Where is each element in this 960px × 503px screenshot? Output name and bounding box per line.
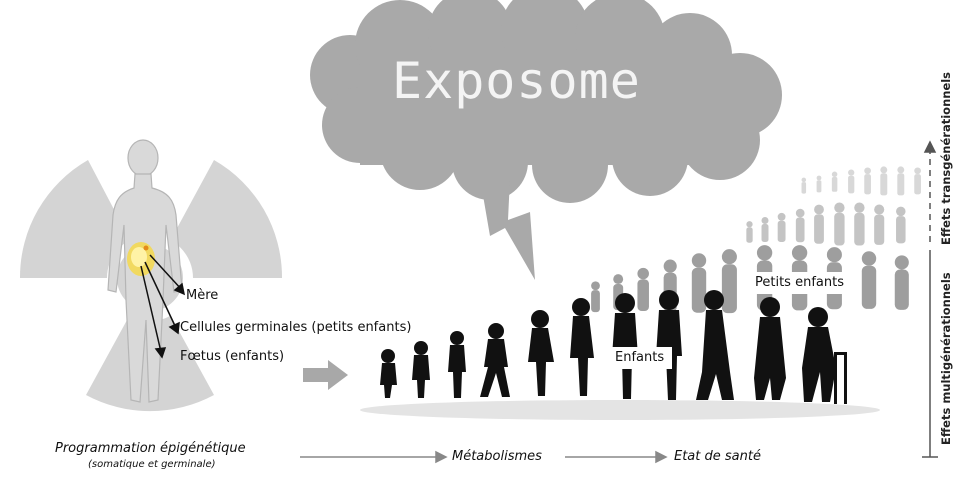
label-cellules-germinales: Cellules germinales (petits enfants) [180, 320, 412, 335]
body-arrows [140, 254, 186, 359]
label-etat-sante: Etat de santé [674, 449, 761, 464]
label-metabolismes: Métabolismes [452, 449, 542, 464]
label-effets-transgenerationnels: Effets transgénérationnels [939, 71, 953, 245]
petits-enfants-label-bg [752, 272, 844, 294]
exposome-cloud [310, 0, 782, 280]
radiation-blade-right [150, 160, 283, 278]
label-enfants: Enfants [615, 350, 665, 365]
generation-row-third [591, 245, 909, 314]
label-mere: Mère [186, 288, 219, 303]
side-axis [922, 140, 938, 458]
generation-row-far [801, 166, 921, 196]
generation-row-second [746, 202, 906, 246]
fetus-icon [127, 242, 155, 276]
label-foetus: Fœtus (enfants) [180, 349, 285, 364]
label-programmation: Programmation épigénétique [55, 441, 246, 456]
mother-silhouette [107, 139, 183, 403]
progression-arrow [303, 360, 348, 390]
floor-shadow [360, 400, 880, 420]
label-petits-enfants: Petits enfants [755, 275, 844, 290]
label-programmation-sub: (somatique et germinale) [88, 459, 216, 470]
label-effets-multigenerationnels: Effets multigénérationnels [939, 272, 953, 445]
exposome-title: Exposome [392, 52, 641, 110]
lightning-bolt [480, 178, 535, 280]
enfants-label-bg [612, 347, 672, 369]
timeline-arrows [300, 450, 668, 464]
